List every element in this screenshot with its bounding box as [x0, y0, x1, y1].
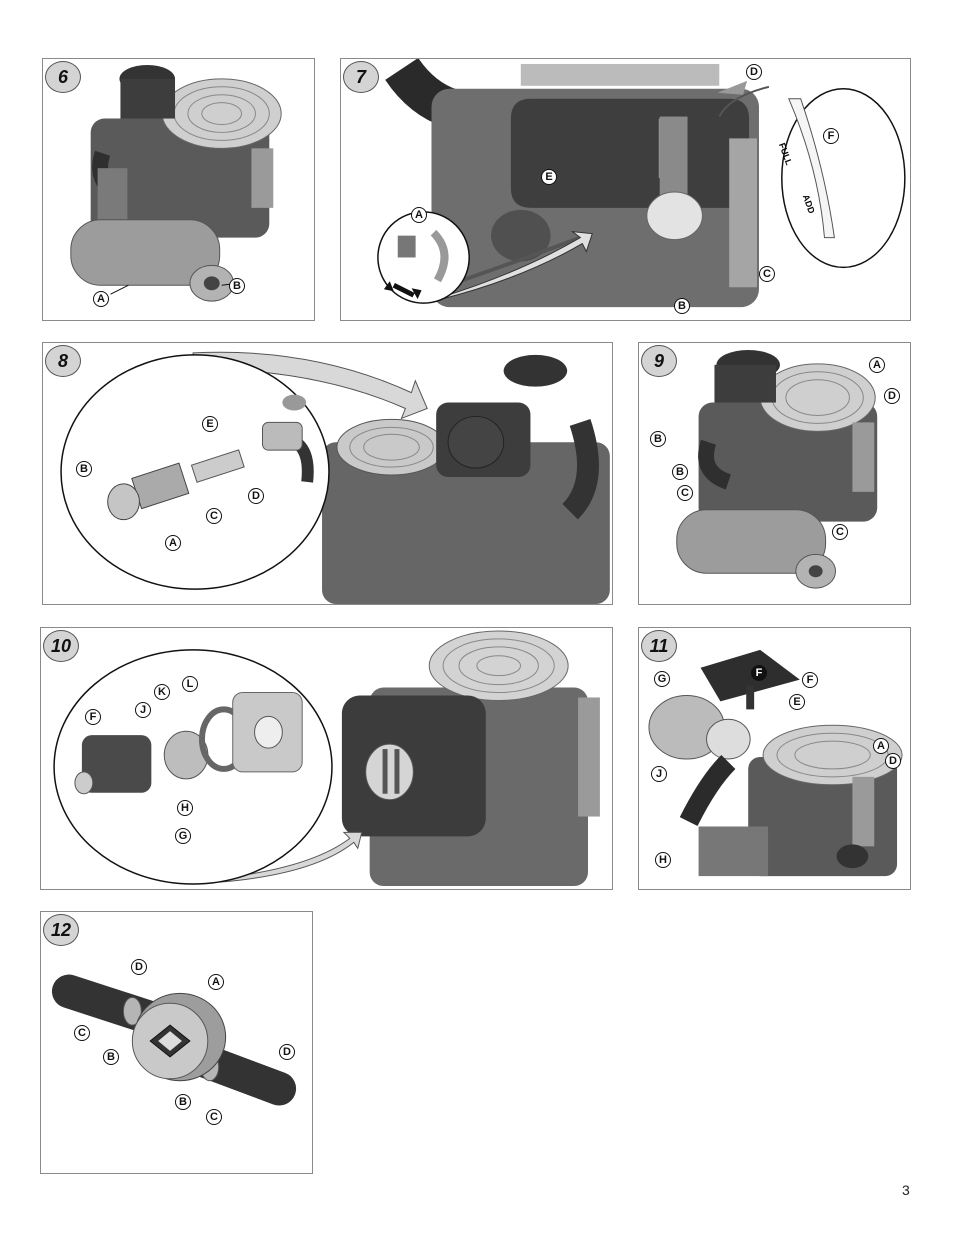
callout-d: D: [884, 388, 900, 404]
callout-c: C: [74, 1025, 90, 1041]
callout-f: F: [823, 128, 839, 144]
callout-b: B: [103, 1049, 119, 1065]
callout-c: C: [206, 508, 222, 524]
callout-d: D: [885, 753, 901, 769]
callout-j: J: [651, 766, 667, 782]
callout-g: G: [175, 828, 191, 844]
air-filter-removal-illustration: [60, 351, 610, 604]
callout-c: C: [206, 1109, 222, 1125]
figure-number: 12: [43, 914, 79, 946]
callout-e: E: [202, 416, 218, 432]
figure-6: 6 A B: [42, 58, 315, 321]
figure-number: 7: [343, 61, 379, 93]
inline-air-filter-hose-illustration: [51, 974, 297, 1106]
engine-exhaust-illustration: [676, 349, 878, 589]
figure-number: 9: [641, 345, 677, 377]
callout-h: H: [655, 852, 671, 868]
callout-e: E: [789, 694, 805, 710]
callout-b: B: [229, 278, 245, 294]
callout-c: C: [677, 485, 693, 501]
figure-number: 8: [45, 345, 81, 377]
callout-c: C: [759, 266, 775, 282]
engine-with-muffler-illustration: [70, 64, 282, 302]
callout-l: L: [182, 676, 198, 692]
callout-a: A: [411, 207, 427, 223]
figure-number: 6: [45, 61, 81, 93]
callout-d: D: [279, 1044, 295, 1060]
callout-b: B: [674, 298, 690, 314]
callout-d: D: [131, 959, 147, 975]
engine-oil-check-illustration: [377, 59, 906, 308]
callout-a: A: [869, 357, 885, 373]
callout-d: D: [248, 488, 264, 504]
callout-a: A: [873, 738, 889, 754]
callout-a: A: [165, 535, 181, 551]
callout-f: F: [85, 709, 101, 725]
callout-b: B: [672, 464, 688, 480]
figure-number: 11: [641, 630, 677, 662]
figure-11: 11 F F G E A D J H: [638, 627, 911, 890]
figure-number: 10: [43, 630, 79, 662]
callout-b: B: [650, 431, 666, 447]
callout-b: B: [76, 461, 92, 477]
callout-f-highlight dark: F: [751, 665, 767, 681]
callout-g: G: [654, 671, 670, 687]
figure-9: 9 A D B B C C: [638, 342, 911, 605]
air-cleaner-disassembly-illustration: [648, 649, 903, 877]
callout-h: H: [177, 800, 193, 816]
low-profile-air-cleaner-illustration: [53, 630, 600, 887]
figure-10: 10 K L F J H G: [40, 627, 613, 890]
figure-12: 12 D A C B D B C: [40, 911, 313, 1174]
callout-c: C: [832, 524, 848, 540]
page-number: 3: [902, 1182, 910, 1198]
callout-b: B: [175, 1094, 191, 1110]
callout-k: K: [154, 684, 170, 700]
figure-8: 8 E B D C A: [42, 342, 613, 605]
figure-7: 7 FULL ADD D F E A C B: [340, 58, 911, 321]
callout-d: D: [746, 64, 762, 80]
callout-e: E: [541, 169, 557, 185]
callout-j: J: [135, 702, 151, 718]
callout-a: A: [208, 974, 224, 990]
callout-f: F: [802, 672, 818, 688]
callout-a: A: [93, 291, 109, 307]
